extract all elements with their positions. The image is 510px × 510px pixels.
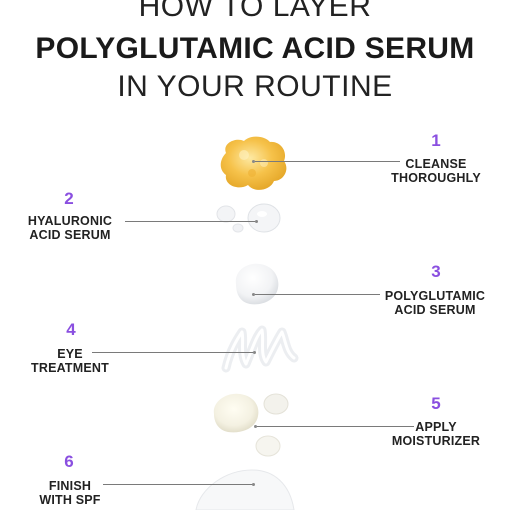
step-4-leader-line xyxy=(92,352,254,353)
step-1-leader-line xyxy=(255,161,400,162)
step-6-leader-line xyxy=(103,484,253,485)
step-5-dot xyxy=(254,425,257,428)
moisturizer-swatch xyxy=(213,393,289,457)
step-6-dot xyxy=(252,483,255,486)
hyaluronic-serum-swatch xyxy=(216,203,281,233)
title-line-1: HOW TO LAYER xyxy=(138,0,372,23)
step-2-number: 2 xyxy=(64,189,74,208)
step-4-label-line1: EYE xyxy=(57,347,83,361)
step-5-label-line2: MOISTURIZER xyxy=(391,434,481,448)
step-2-label-line1: HYALURONIC xyxy=(27,214,113,228)
step-4-dot xyxy=(253,351,256,354)
step-4-label: EYE TREATMENT xyxy=(20,347,120,375)
step-3-label-line2: ACID SERUM xyxy=(394,303,476,317)
title-line-3: IN YOUR ROUTINE xyxy=(117,70,393,103)
title-line-2: POLYGLUTAMIC ACID SERUM xyxy=(35,32,475,65)
spf-swatch xyxy=(195,469,295,510)
step-3-number: 3 xyxy=(431,262,441,281)
step-1-label-line2: THOROUGHLY xyxy=(391,171,481,185)
step-3-dot xyxy=(252,293,255,296)
step-3-label: POLYGLUTAMIC ACID SERUM xyxy=(380,289,490,317)
step-4-number: 4 xyxy=(66,320,76,339)
polyglutamic-serum-swatch xyxy=(235,263,279,305)
step-2-label: HYALURONIC ACID SERUM xyxy=(20,214,120,242)
step-5-label-line1: APPLY xyxy=(415,420,457,434)
step-2-leader-line xyxy=(125,221,255,222)
eye-treatment-swatch xyxy=(221,325,299,373)
step-4-label-line2: TREATMENT xyxy=(31,361,109,375)
step-5-number: 5 xyxy=(431,394,441,413)
step-5-leader-line xyxy=(257,426,414,427)
step-1-number: 1 xyxy=(431,131,441,150)
step-5-label: APPLY MOISTURIZER xyxy=(386,420,486,448)
step-2-dot xyxy=(255,220,258,223)
step-1-label: CLEANSE THOROUGHLY xyxy=(386,157,486,185)
step-6-label-line1: FINISH xyxy=(48,479,92,493)
step-1-dot xyxy=(252,160,255,163)
cleanser-swatch xyxy=(220,136,287,190)
step-3-label-line1: POLYGLUTAMIC xyxy=(384,289,486,303)
step-6-number: 6 xyxy=(64,452,74,471)
step-1-label-line1: CLEANSE xyxy=(405,157,467,171)
step-2-label-line2: ACID SERUM xyxy=(29,228,111,242)
step-3-leader-line xyxy=(255,294,380,295)
step-6-label: FINISH WITH SPF xyxy=(20,479,120,507)
step-6-label-line2: WITH SPF xyxy=(39,493,101,507)
